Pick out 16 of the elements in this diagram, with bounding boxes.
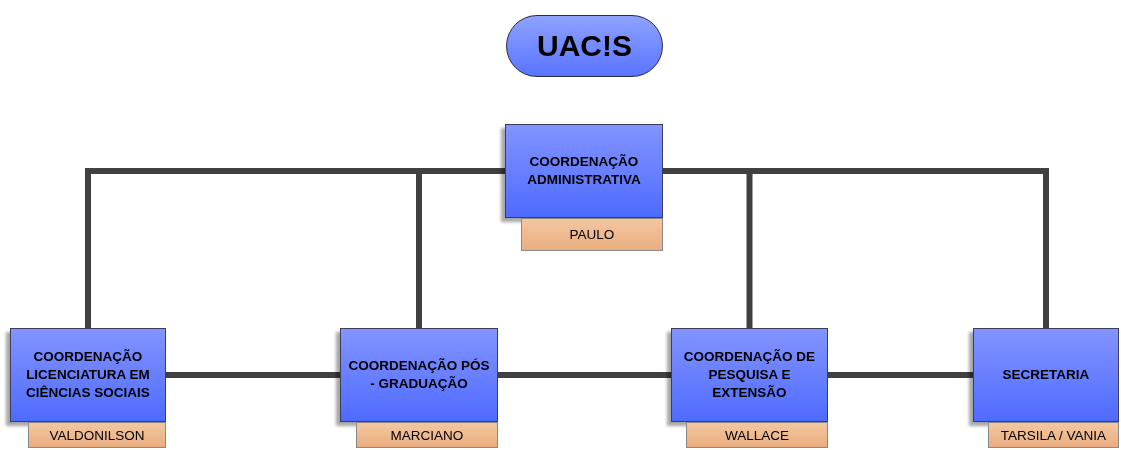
- title-pill: UAC!S: [506, 15, 663, 77]
- name-tag: PAULO: [521, 218, 663, 251]
- name-tag: MARCIANO: [356, 422, 498, 448]
- connector-line: [828, 372, 973, 378]
- org-box: COORDENAÇÃO ADMINISTRATIVA: [505, 124, 663, 218]
- connector-line: [166, 372, 340, 378]
- connector-line: [498, 372, 671, 378]
- org-box: COORDENAÇÃO DE PESQUISA E EXTENSÃO: [671, 328, 828, 422]
- org-box: COORDENAÇÃO PÓS - GRADUAÇÃO: [340, 328, 498, 422]
- connector-line: [416, 168, 505, 328]
- name-tag: VALDONILSON: [28, 422, 166, 448]
- name-tag: WALLACE: [686, 422, 828, 448]
- org-box: SECRETARIA: [973, 328, 1119, 422]
- connector-line: [663, 168, 1049, 328]
- name-tag: TARSILA / VANIA: [988, 422, 1119, 448]
- org-box: COORDENAÇÃO LICENCIATURA EM CIÊNCIAS SOCIAIS: [10, 328, 166, 422]
